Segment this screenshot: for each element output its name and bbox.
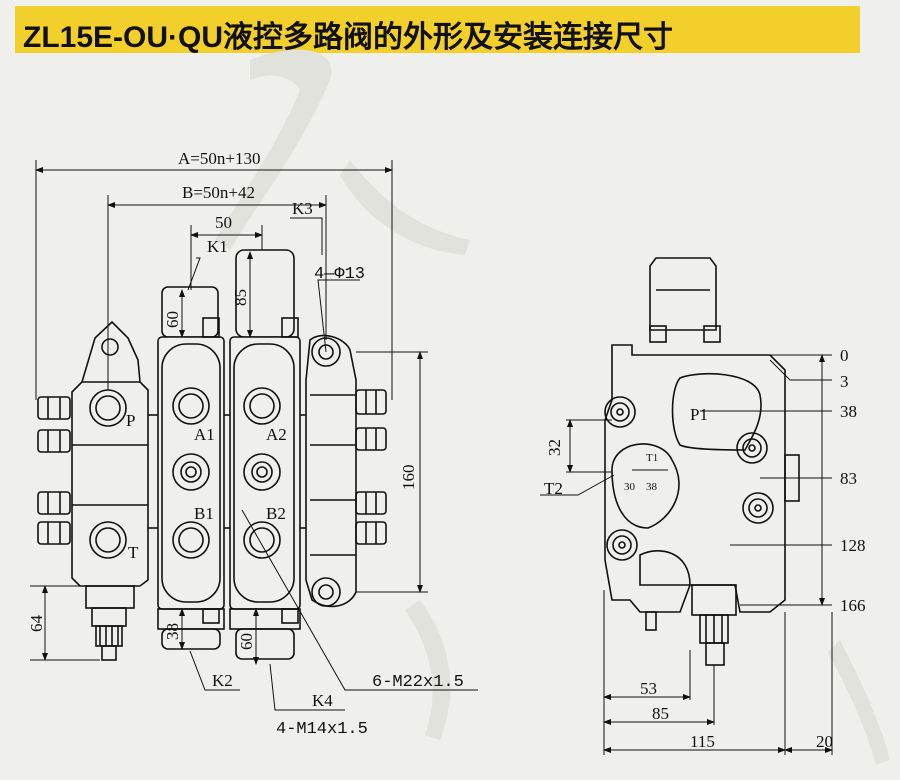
relief-valve: [85, 585, 135, 661]
y-tick-128: 128: [840, 536, 866, 555]
left-view: [37, 249, 387, 661]
t2-label: T2: [544, 479, 563, 498]
valve-body-side: [604, 344, 786, 613]
k3-label: K3: [292, 199, 313, 218]
y-tick-83: 83: [840, 469, 857, 488]
k4-label: K4: [312, 691, 333, 710]
t1-chamber: [611, 443, 680, 529]
port-t-label: T: [128, 543, 139, 562]
k1-label: K1: [207, 237, 228, 256]
holes-label: 4—Φ13: [314, 265, 365, 284]
valve-section-2: [229, 249, 301, 660]
port-b2-circle: [243, 521, 281, 559]
p1-label: P1: [690, 405, 708, 424]
page-title: ZL15E-OU·QU液控多路阀的外形及安装连接尺寸: [23, 21, 674, 54]
port-a2-circle: [243, 387, 281, 425]
x-dim-85: 85: [652, 704, 669, 723]
lower-chamber: [639, 550, 691, 586]
p1-chamber: [671, 372, 762, 451]
dim-160-label: 160: [399, 465, 418, 491]
port-t-circle: [89, 521, 127, 559]
inlet-studs: [37, 396, 71, 545]
y-tick-3: 3: [840, 372, 849, 391]
port-b2-label: B2: [266, 504, 286, 523]
port-a2-label: A2: [266, 425, 287, 444]
dim-60-top-label: 60: [163, 311, 182, 328]
outlet-block: [305, 334, 387, 608]
port-center-2: [243, 453, 281, 491]
right-dimensions: [540, 354, 833, 755]
thread-m22-label: 6-M22x1.5: [372, 673, 464, 692]
port-center-1: [172, 453, 210, 491]
left-dimensions: [30, 160, 478, 711]
y-tick-166: 166: [840, 596, 866, 615]
dim-32-label: 32: [545, 439, 564, 456]
y-tick-0: 0: [840, 346, 849, 365]
dim-30-label: 30: [624, 481, 636, 493]
valve-section-1: [157, 286, 225, 650]
bolt-2: [736, 432, 768, 464]
dim-64-label: 64: [27, 615, 46, 633]
dim-38-small-label: 38: [646, 481, 658, 493]
x-dim-115: 115: [690, 732, 715, 751]
bolt-1: [604, 396, 636, 428]
x-dim-20: 20: [816, 732, 833, 751]
thread-m14-label: 4-M14x1.5: [276, 720, 368, 739]
x-dim-53: 53: [640, 679, 657, 698]
dim-b-label: B=50n+42: [182, 183, 255, 202]
right-view: [604, 257, 800, 666]
title-bar: ZL15E-OU·QU液控多路阀的外形及安装连接尺寸: [15, 6, 860, 54]
dim-pitch-label: 50: [215, 213, 232, 232]
dim-38-label: 38: [163, 623, 182, 640]
mount-hole-bottom: [311, 577, 341, 607]
right-labels: P1 T2 T1 30 38 32 0 3 38 83 128 166 53 8…: [544, 346, 866, 751]
dim-a-label: A=50n+130: [178, 149, 260, 168]
bolt-3: [742, 492, 774, 524]
k2-label: K2: [212, 671, 233, 690]
t1-label: T1: [646, 452, 658, 464]
inlet-block: [71, 320, 149, 587]
bolt-4: [606, 529, 638, 561]
dim-60-bottom-label: 60: [237, 633, 256, 650]
port-a1-circle: [172, 387, 210, 425]
port-b1-label: B1: [194, 504, 214, 523]
port-p-label: P: [126, 411, 135, 430]
port-a1-label: A1: [194, 425, 215, 444]
y-tick-38: 38: [840, 402, 857, 421]
pilot-cap: [649, 257, 717, 331]
port-b1-circle: [172, 521, 210, 559]
watermark: [215, 49, 890, 765]
dim-85-label: 85: [231, 289, 250, 306]
left-labels: A=50n+130 B=50n+42 50 K1 K3 4—Φ13 85 60 …: [27, 149, 464, 739]
